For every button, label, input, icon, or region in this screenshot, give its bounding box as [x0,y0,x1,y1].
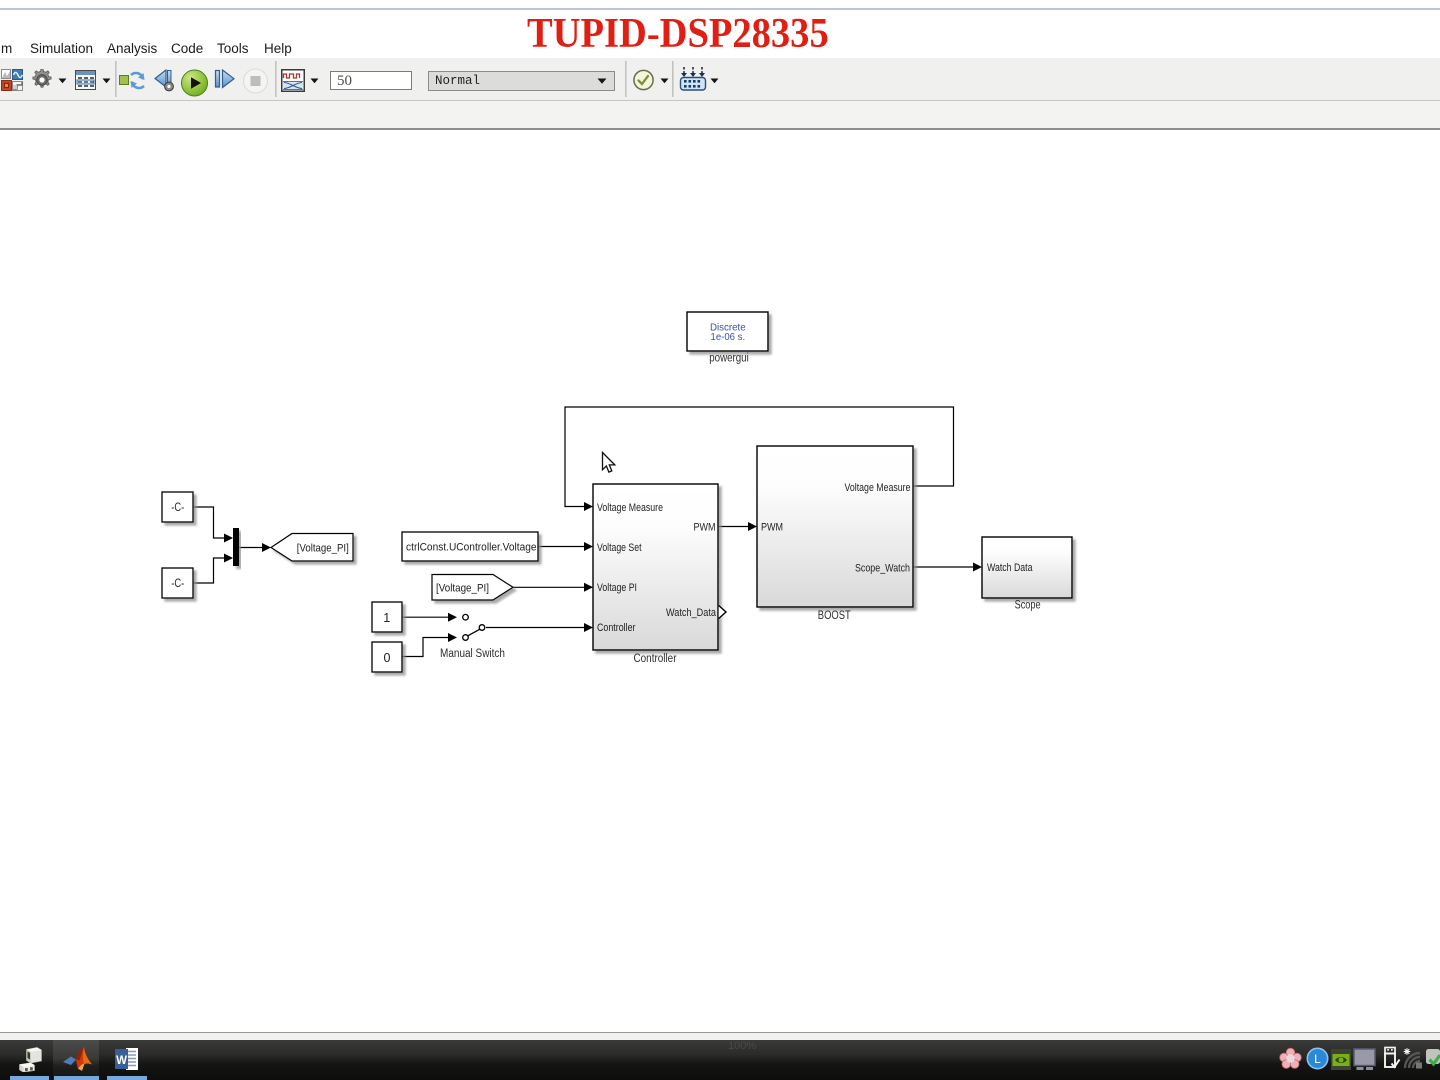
svg-text:-C-: -C- [171,500,184,514]
svg-text:[Voltage_PI]: [Voltage_PI] [297,543,349,555]
svg-text:Scope_Watch: Scope_Watch [855,562,910,574]
svg-text:-C-: -C- [171,576,184,590]
svg-text:Watch_Data: Watch_Data [666,607,717,619]
svg-text:1: 1 [383,611,390,625]
svg-text:ctrlConst.UController.Voltage: ctrlConst.UController.Voltage [406,542,537,554]
svg-text:BOOST: BOOST [818,610,851,622]
svg-text:Controller: Controller [597,622,636,634]
svg-text:Manual Switch: Manual Switch [440,648,505,660]
svg-text:Voltage Measure: Voltage Measure [597,502,663,514]
svg-text:1e-06 s.: 1e-06 s. [711,332,746,343]
svg-text:W: W [116,1055,127,1067]
svg-text:Watch Data: Watch Data [987,562,1033,574]
svg-text:powergui: powergui [709,353,749,365]
svg-text:Controller: Controller [634,653,677,665]
svg-text:Voltage Measure: Voltage Measure [845,482,911,494]
svg-text:PWM: PWM [761,522,783,534]
svg-text:Voltage Set: Voltage Set [597,542,642,554]
svg-text:Voltage PI: Voltage PI [597,582,637,594]
svg-text:L: L [1314,1052,1321,1066]
svg-text:Scope: Scope [1015,600,1041,612]
svg-text:[Voltage_PI]: [Voltage_PI] [436,582,489,594]
svg-text:PWM: PWM [694,522,716,534]
svg-text:0: 0 [384,651,391,665]
svg-text:Discrete: Discrete [710,322,746,333]
